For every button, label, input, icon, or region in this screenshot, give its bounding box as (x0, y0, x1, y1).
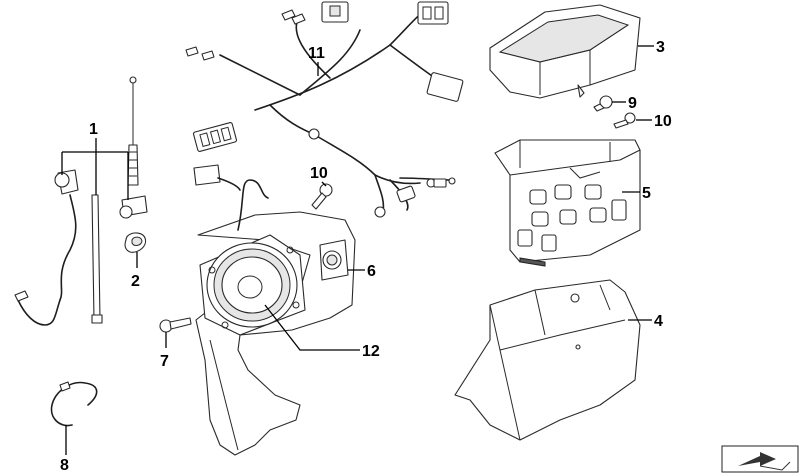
round-connectors (374, 177, 456, 218)
callout-12: 12 (362, 343, 380, 360)
speaker-part-12 (199, 234, 306, 336)
screw-part-10-right (613, 112, 636, 129)
callout-10-right: 10 (654, 113, 672, 130)
callout-3: 3 (656, 39, 665, 56)
screw-part-10-left (311, 183, 333, 210)
callout-6: 6 (367, 263, 376, 280)
grommet-part-2 (124, 232, 147, 253)
cover-part (489, 4, 641, 99)
arrow-icon[interactable] (721, 445, 799, 473)
antenna-assembly (14, 76, 148, 326)
callout-10-left: 10 (310, 165, 328, 182)
grommet (308, 128, 320, 140)
holder-part (494, 139, 641, 267)
spade-terminals-top (185, 9, 306, 61)
callout-2: 2 (131, 273, 140, 290)
callout-labels: 1 2 3 4 5 6 7 8 9 10 10 11 12 (60, 39, 672, 473)
clamp-part-8 (50, 381, 98, 427)
callout-5: 5 (642, 185, 651, 202)
harness-connector-left (192, 122, 238, 152)
tray-part (454, 279, 641, 441)
callout-11: 11 (308, 45, 325, 62)
callout-8: 8 (60, 457, 69, 473)
clip-part-9 (593, 95, 613, 112)
callout-9: 9 (628, 95, 637, 112)
callout-7: 7 (160, 353, 169, 370)
harness-connector-right (426, 72, 464, 102)
wiring-harness (185, 1, 464, 218)
callout-4: 4 (654, 313, 663, 330)
screw-part-7 (159, 317, 192, 333)
callout-1: 1 (89, 121, 98, 138)
leader-lines (61, 45, 654, 455)
